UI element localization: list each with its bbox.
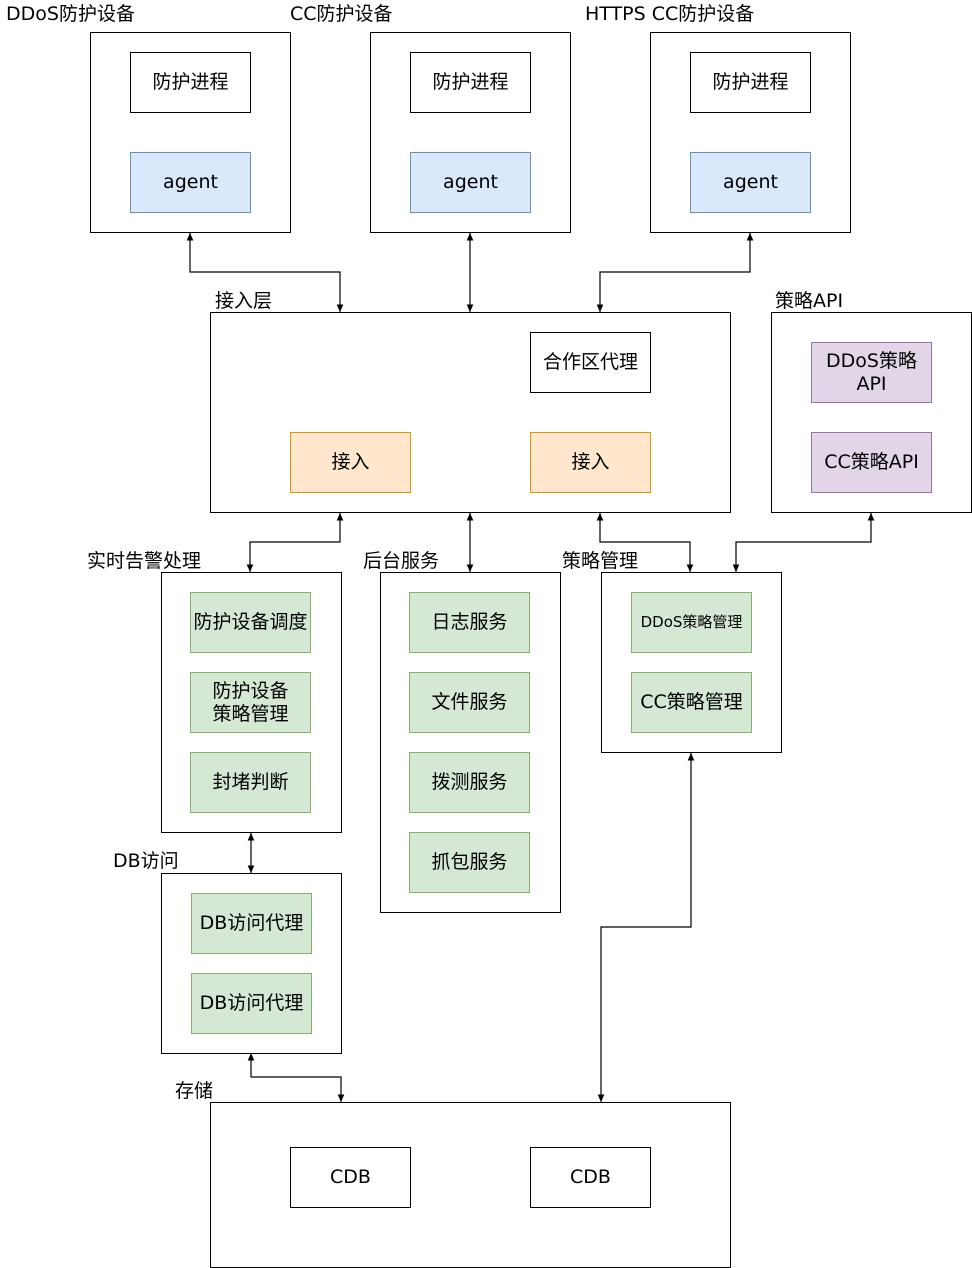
- backend-log-service[interactable]: 日志服务: [409, 592, 530, 653]
- backend-probe-service[interactable]: 拨测服务: [409, 752, 530, 813]
- edge-access-policy: [596, 513, 694, 572]
- cdb-1[interactable]: CDB: [290, 1147, 411, 1208]
- https-device-title: HTTPS CC防护设备: [585, 3, 755, 25]
- db-access-title: DB访问: [113, 850, 179, 872]
- ddos-protect-process[interactable]: 防护进程: [130, 52, 251, 113]
- storage-title: 存储: [175, 1080, 214, 1102]
- access-layer-title: 接入层: [215, 290, 273, 312]
- access-node-1[interactable]: 接入: [290, 432, 411, 493]
- cc-agent[interactable]: agent: [410, 152, 531, 213]
- https-protect-process[interactable]: 防护进程: [690, 52, 811, 113]
- policy-api-title: 策略API: [775, 290, 844, 312]
- https-agent[interactable]: agent: [690, 152, 811, 213]
- backend-capture-service[interactable]: 抓包服务: [409, 832, 530, 893]
- policy-mgmt-title: 策略管理: [562, 550, 639, 572]
- cdb-2[interactable]: CDB: [530, 1147, 651, 1208]
- access-layer-group: [210, 312, 731, 513]
- ddos-device-title: DDoS防护设备: [6, 3, 135, 25]
- edge-https-device-access: [596, 233, 754, 312]
- ddos-policy-api[interactable]: DDoS策略 API: [811, 342, 932, 403]
- alert-item-device-policy[interactable]: 防护设备 策略管理: [190, 672, 311, 733]
- db-access-proxy-2[interactable]: DB访问代理: [191, 973, 312, 1034]
- cc-policy-mgmt[interactable]: CC策略管理: [631, 672, 752, 733]
- access-node-2[interactable]: 接入: [530, 432, 651, 493]
- edge-ddos-device-access: [186, 233, 344, 312]
- edge-access-alert: [246, 513, 344, 572]
- cc-protect-process[interactable]: 防护进程: [410, 52, 531, 113]
- storage-group: [210, 1102, 731, 1268]
- alert-item-block-judge[interactable]: 封堵判断: [190, 752, 311, 813]
- ddos-policy-mgmt[interactable]: DDoS策略管理: [631, 592, 752, 653]
- alert-item-device-schedule[interactable]: 防护设备调度: [190, 592, 311, 653]
- edge-db-storage: [247, 1053, 345, 1102]
- partner-zone-proxy[interactable]: 合作区代理: [530, 332, 651, 393]
- backend-file-service[interactable]: 文件服务: [409, 672, 530, 733]
- cc-device-title: CC防护设备: [290, 3, 393, 25]
- db-access-proxy-1[interactable]: DB访问代理: [191, 893, 312, 954]
- ddos-agent[interactable]: agent: [130, 152, 251, 213]
- backend-group-title: 后台服务: [363, 550, 440, 572]
- edge-policyapi-policy: [732, 513, 875, 572]
- cc-policy-api[interactable]: CC策略API: [811, 432, 932, 493]
- edge-policy-storage: [597, 753, 695, 1102]
- alert-group-title: 实时告警处理: [87, 550, 202, 572]
